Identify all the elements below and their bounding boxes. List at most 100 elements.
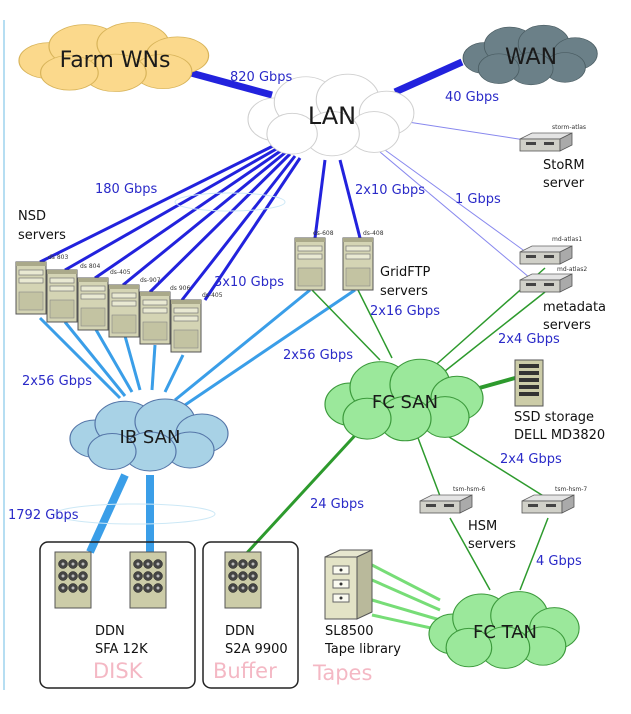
links — [38, 58, 549, 632]
fc-tan-cloud: FC TAN — [428, 591, 580, 669]
hsm-label-1: HSM — [468, 519, 497, 534]
nsd-servers: ds 803 ds 804 ds-405 ds-907 ds 906 ds-40… — [15, 254, 223, 353]
ddn-sfa-enclosure-1 — [54, 551, 92, 609]
device-labels: NSD servers StoRM server GridFTP servers… — [18, 158, 606, 657]
label-farm-lan: 820 Gbps — [230, 70, 293, 85]
link-fc-s2a — [243, 428, 362, 557]
gridftp-servers: ds-608 ds-408 — [294, 230, 384, 291]
fc-san-cloud: FC SAN — [324, 358, 484, 442]
link-tape-tan3 — [371, 598, 441, 622]
nsd-server-2 — [46, 269, 78, 323]
link-gridftp-ib1 — [174, 288, 311, 402]
host-ds803: ds 803 — [48, 254, 68, 261]
lan-label: LAN — [308, 102, 356, 130]
link-ib-ddn1 — [86, 473, 129, 554]
host-md-atlas2: md-atlas2 — [557, 266, 587, 273]
farm-cloud: Farm WNs — [18, 21, 210, 93]
gridftp-server-1 — [294, 237, 326, 291]
ddn-s2a-label-1: DDN — [225, 624, 255, 639]
link-lan-nsd1 — [39, 143, 276, 264]
hsm-server-2: tsm-hsm-7 — [521, 486, 587, 514]
link-hsm-tan2 — [519, 517, 549, 591]
link-nsd-ib6 — [163, 354, 185, 393]
host-md-atlas1: md-atlas1 — [552, 236, 582, 243]
label-nsd-3x10: 3x10 Gbps — [214, 275, 284, 290]
label-ib-ddn: 1792 Gbps — [8, 508, 79, 523]
link-nsd-ib4 — [123, 335, 142, 391]
link-lan-nsd5 — [148, 152, 292, 294]
host-ds608: ds-608 — [313, 230, 334, 237]
link-gridftp-fc1 — [311, 289, 381, 361]
category-tapes: Tapes — [312, 661, 372, 685]
nsd-server-1 — [15, 261, 47, 315]
category-labels: DISK Buffer Tapes — [93, 659, 372, 685]
category-disk: DISK — [93, 659, 144, 683]
ib-san-label: IB SAN — [120, 427, 181, 448]
buffer-group — [202, 541, 299, 689]
nsd-server-4 — [108, 284, 140, 338]
label-hsm-tan: 4 Gbps — [536, 554, 582, 569]
farm-label: Farm WNs — [60, 48, 171, 73]
tape-library — [324, 549, 373, 620]
host-ds804: ds 804 — [80, 263, 100, 270]
link-nsd-ib5 — [150, 344, 157, 391]
storm-label-1: StoRM — [543, 158, 585, 173]
link-lan-nsd4 — [122, 150, 287, 287]
metadata-label-1: metadata — [543, 300, 606, 315]
link-tape-tan2 — [371, 578, 441, 612]
ddn-s2a-enclosure — [224, 551, 262, 609]
ddn-s2a-label-2: S2A 9900 — [225, 642, 288, 657]
gridftp-label-1: GridFTP — [380, 265, 430, 280]
host-ds408: ds-408 — [363, 230, 384, 237]
fc-san-label: FC SAN — [372, 392, 438, 413]
label-fc-s2a: 24 Gbps — [310, 497, 364, 512]
link-wan-lan — [393, 58, 464, 96]
link-labels: 820 Gbps 40 Gbps 180 Gbps 2x10 Gbps 1 Gb… — [8, 70, 582, 569]
ddn-sfa-label-1: DDN — [95, 624, 125, 639]
link-gridftp-ib2 — [184, 288, 356, 407]
link-lan-gridftp2 — [338, 159, 362, 239]
label-fc-hsm: 2x4 Gbps — [500, 452, 562, 467]
category-buffer: Buffer — [213, 659, 277, 683]
link-lan-storm — [394, 119, 526, 141]
link-lan-md1 — [384, 149, 531, 256]
nsd-server-3 — [77, 277, 109, 331]
tape-label-2: Tape library — [324, 642, 401, 657]
lan-cloud: LAN — [247, 73, 415, 157]
host-ds906: ds 906 — [170, 285, 190, 292]
link-md-fc2 — [439, 291, 546, 376]
ib-san-cloud: IB SAN — [69, 398, 229, 472]
storm-label-2: server — [543, 176, 585, 191]
link-fc-hsm1 — [414, 429, 441, 497]
metadata-server-1: md-atlas1 — [519, 236, 582, 265]
link-lan-md2 — [379, 151, 531, 279]
hsm-label-2: servers — [468, 537, 516, 552]
host-ds907: ds-907 — [140, 277, 161, 284]
nsd-server-6 — [170, 299, 202, 353]
host-storm-atlas: storm-atlas — [552, 124, 586, 131]
link-gridftp-fc2 — [357, 289, 393, 359]
gridftp-server-2 — [342, 237, 374, 291]
nsd-label-1: NSD — [18, 209, 46, 224]
link-nsd-ib1 — [38, 316, 122, 400]
wan-cloud: WAN — [462, 24, 598, 86]
metadata-server-2: md-atlas2 — [519, 266, 587, 293]
link-lan-gridftp1 — [313, 159, 327, 239]
link-nsd-ib2 — [63, 321, 127, 397]
ssd-storage — [514, 359, 544, 407]
wan-label: WAN — [505, 45, 557, 70]
link-lan-nsd6 — [180, 155, 297, 301]
ddn-sfa-enclosure-2 — [129, 551, 167, 609]
host-ds405: ds-405 — [110, 269, 131, 276]
link-nsd-ib3 — [93, 327, 134, 393]
label-gridftp-fc: 2x16 Gbps — [370, 304, 440, 319]
tape-label-1: SL8500 — [325, 624, 374, 639]
label-lan-servers: 1 Gbps — [455, 192, 501, 207]
link-tape-tan1 — [371, 563, 441, 602]
nsd-server-5 — [139, 291, 171, 345]
label-wan-lan: 40 Gbps — [445, 90, 499, 105]
host-tsm-hsm-6: tsm-hsm-6 — [453, 486, 485, 493]
label-nsd-lan: 180 Gbps — [95, 182, 158, 197]
link-lan-nsd7 — [203, 157, 302, 301]
fc-tan-label: FC TAN — [473, 622, 537, 643]
